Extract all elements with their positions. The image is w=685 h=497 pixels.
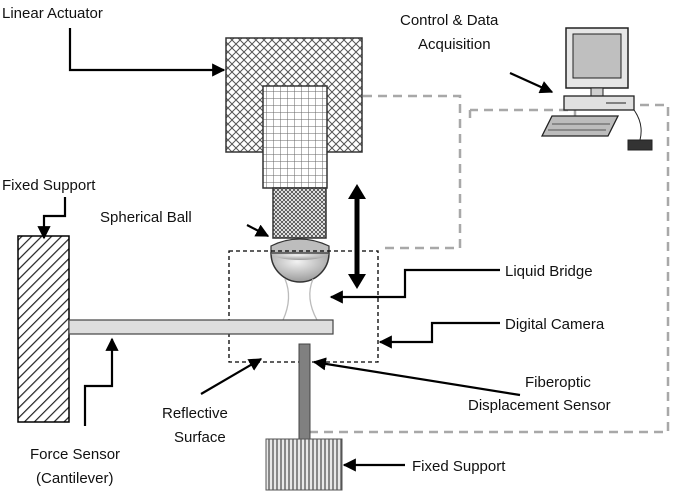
actuator-piston xyxy=(262,85,328,189)
fixed-support-base xyxy=(265,438,343,491)
label-force-line2: (Cantilever) xyxy=(36,470,114,487)
annotation-arrows xyxy=(37,28,554,472)
label-control-line1: Control & Data xyxy=(400,12,499,29)
label-linear-actuator: Linear Actuator xyxy=(2,5,103,22)
digital-camera-field xyxy=(228,250,379,363)
control-cables xyxy=(310,94,670,434)
desktop-computer-icon xyxy=(540,27,653,151)
label-fixed-support-bottom: Fixed Support xyxy=(412,458,506,475)
label-spherical-ball: Spherical Ball xyxy=(100,209,192,226)
fiberoptic-probe xyxy=(298,343,311,440)
cantilever-force-sensor xyxy=(68,319,334,335)
label-fixed-support-top: Fixed Support xyxy=(2,177,96,194)
label-force-line1: Force Sensor xyxy=(30,446,120,463)
liquid-bridge xyxy=(282,278,318,321)
label-liquid-bridge: Liquid Bridge xyxy=(505,263,593,280)
spherical-ball xyxy=(270,252,330,283)
label-control-line2: Acquisition xyxy=(418,36,491,53)
label-fiberoptic-line1: Fiberoptic xyxy=(525,374,591,391)
motion-arrow xyxy=(348,184,366,289)
label-reflective-line1: Reflective xyxy=(162,405,228,422)
fixed-support-wall xyxy=(17,235,70,423)
label-reflective-line2: Surface xyxy=(174,429,226,446)
actuator-shaft xyxy=(272,187,327,239)
label-fiberoptic-line2: Displacement Sensor xyxy=(468,397,611,414)
label-digital-camera: Digital Camera xyxy=(505,316,605,333)
